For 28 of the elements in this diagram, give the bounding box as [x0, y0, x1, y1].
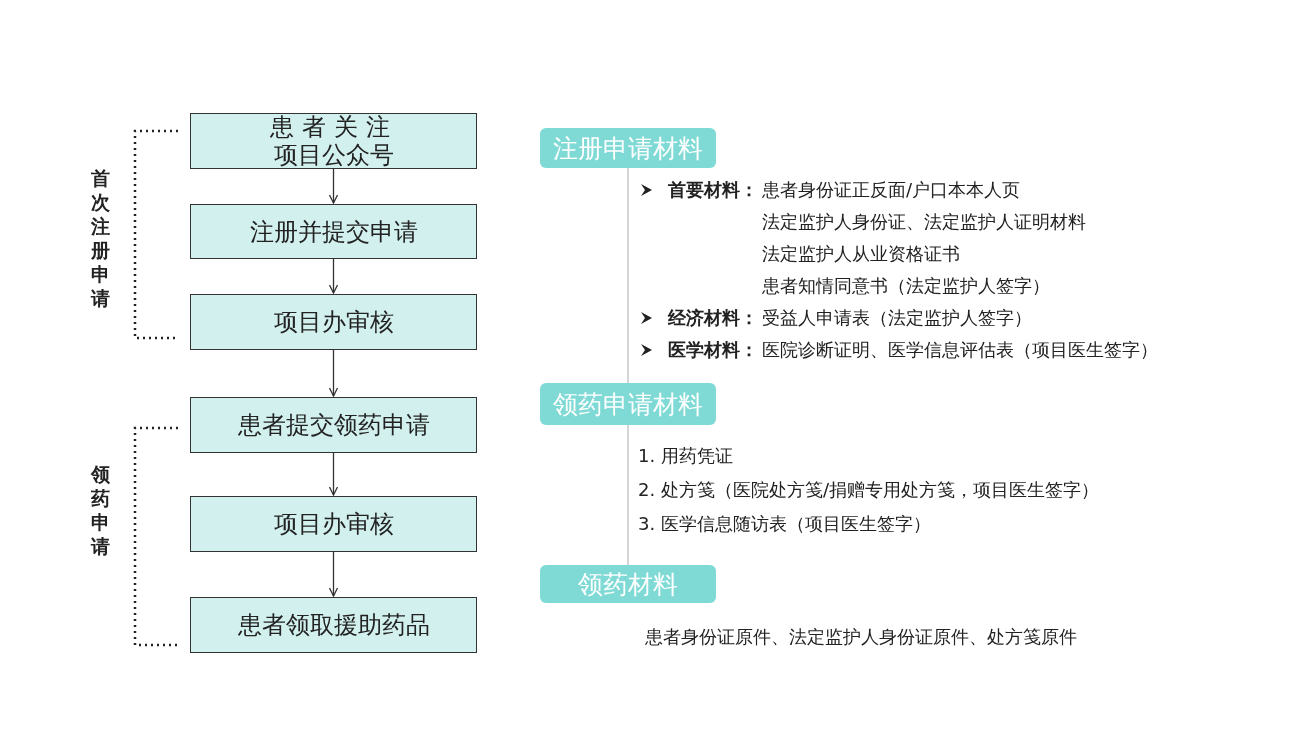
list-item: 经济材料：受益人申请表（法定监护人签字） — [668, 307, 1032, 329]
list-item: 1. 用药凭证 — [638, 445, 733, 467]
bracket-label: 首次注册申请 — [90, 166, 110, 310]
process-box: 患者领取援助药品 — [190, 597, 477, 653]
connector-line — [627, 424, 629, 566]
list-item: 2. 处方笺（医院处方笺/捐赠专用处方笺，项目医生签字） — [638, 479, 1099, 501]
arrow — [328, 168, 339, 204]
list-item: 患者身份证原件、法定监护人身份证原件、处方笺原件 — [645, 626, 1077, 648]
list-item: 法定监护人身份证、法定监护人证明材料 — [762, 211, 1086, 233]
section-header: 注册申请材料 — [540, 128, 716, 168]
process-box: 项目办审核 — [190, 294, 477, 350]
process-box: 患者关注项目公众号 — [190, 113, 477, 169]
section-header: 领药申请材料 — [540, 383, 716, 425]
section-header: 领药材料 — [540, 565, 716, 603]
process-box: 患者提交领药申请 — [190, 397, 477, 453]
connector-line — [627, 167, 629, 384]
list-item: 患者知情同意书（法定监护人签字） — [762, 275, 1050, 297]
bracket-label: 领药申请 — [90, 462, 110, 558]
process-box: 注册并提交申请 — [190, 204, 477, 259]
arrow — [328, 258, 339, 294]
arrow — [328, 349, 339, 397]
arrow — [328, 452, 339, 496]
list-item: 3. 医学信息随访表（项目医生签字） — [638, 513, 931, 535]
list-item: 法定监护人从业资格证书 — [762, 243, 960, 265]
list-item: 医学材料：医院诊断证明、医学信息评估表（项目医生签字） — [668, 339, 1158, 361]
process-box: 项目办审核 — [190, 496, 477, 552]
list-item: 首要材料：患者身份证正反面/户口本本人页 — [668, 179, 1021, 201]
arrow — [328, 551, 339, 597]
